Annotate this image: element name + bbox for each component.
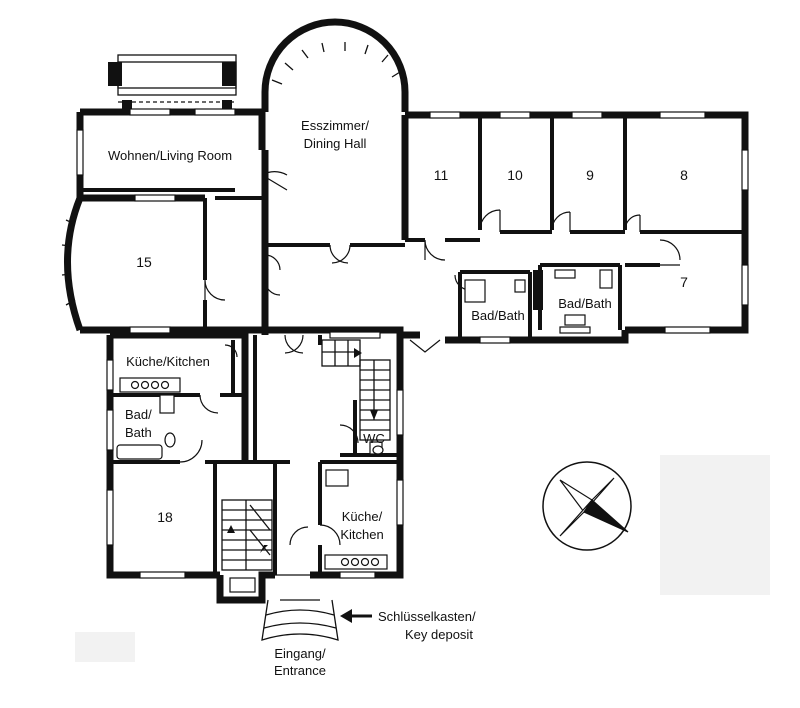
room-kitchen-central-label-2: Kitchen: [340, 527, 383, 542]
room-11-label: 11: [434, 167, 449, 183]
entrance-label: Eingang/: [274, 646, 326, 661]
room-8-label: 8: [680, 167, 688, 183]
room-15-label: 15: [136, 254, 152, 270]
windows: [61, 42, 749, 593]
room-9-label: 9: [586, 167, 594, 183]
doors: [179, 171, 681, 576]
room-kitchen-west-label: Küche/Kitchen: [126, 354, 210, 369]
room-living-label: Wohnen/Living Room: [108, 148, 232, 163]
bath-fixtures-west: [116, 432, 176, 460]
room-bath-b-label: Bad/Bath: [558, 296, 612, 311]
entrance-steps: [261, 599, 339, 641]
room-bath-west-label: Bad/: [125, 407, 152, 422]
bath-fixtures-right: [464, 269, 613, 326]
room-7-label: 7: [680, 274, 688, 290]
room-kitchen-central-label: Küche/: [342, 509, 383, 524]
room-dining-label-2: Dining Hall: [304, 136, 367, 151]
room-10-label: 10: [507, 167, 523, 183]
room-bath-west-label-2: Bath: [125, 425, 152, 440]
staircase-entry: [221, 499, 273, 571]
kitchen-fixtures-west: [119, 377, 181, 414]
kitchen-fixtures-central: [324, 469, 388, 570]
room-18-label: 18: [157, 509, 173, 525]
staircase-main: [321, 339, 391, 441]
interior-walls: [80, 115, 745, 575]
room-wc-label: WC: [363, 431, 385, 446]
compass-rose-icon: [542, 461, 632, 551]
wc-fixtures: [369, 441, 384, 455]
key-deposit-arrow-icon: [340, 609, 372, 623]
room-dining-label: Esszimmer/: [301, 118, 369, 133]
key-deposit-label: Schlüsselkasten/: [378, 609, 476, 624]
key-deposit-label-2: Key deposit: [405, 627, 473, 642]
entrance-label-2: Entrance: [274, 663, 326, 678]
room-bath-a-label: Bad/Bath: [471, 308, 525, 323]
terrace: [108, 54, 237, 110]
